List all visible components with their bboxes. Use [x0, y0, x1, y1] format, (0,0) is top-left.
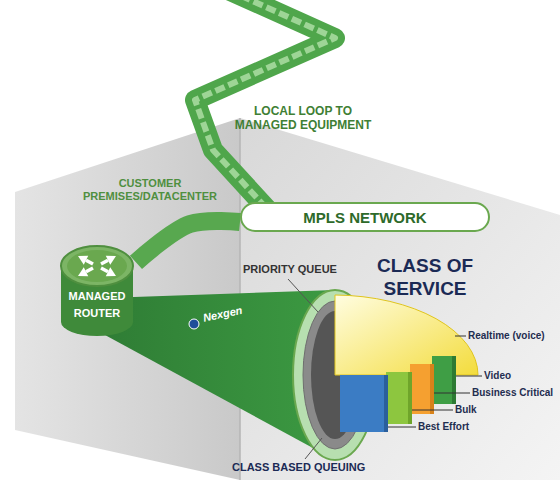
logo-mark [189, 319, 199, 329]
router-top [61, 246, 133, 286]
class-label: Realtime (voice) [468, 330, 545, 342]
business-critical-segment-side [430, 364, 434, 414]
part-label: PRIORITY QUEUE [243, 263, 337, 276]
router-arrow [86, 260, 93, 264]
bulk-segment [386, 372, 412, 424]
cable-label: LOCAL LOOP TO MANAGED EQUIPMENT [228, 104, 378, 133]
class-label: Bulk [455, 404, 477, 416]
router-arrow-head [78, 267, 88, 276]
router-arrow [86, 268, 93, 272]
leader-line [305, 438, 322, 459]
bulk-segment-side [408, 372, 412, 424]
best-effort-segment-side [384, 375, 388, 432]
leader-line [288, 279, 318, 312]
best-effort-segment [340, 375, 388, 432]
section-heading: CLASS OF SERVICE [365, 255, 485, 301]
router-arrow [101, 260, 108, 264]
class-label: Best Effort [418, 421, 469, 433]
leader-line [412, 410, 453, 411]
router-top-inner [67, 250, 127, 282]
leader-line [456, 376, 482, 377]
router-arrow [101, 268, 108, 272]
business-critical-segment [410, 364, 434, 414]
class-label: Business Critical [472, 387, 553, 399]
network-box: MPLS NETWORK [240, 202, 490, 232]
node-text: MPLS NETWORK [303, 209, 426, 226]
node-text: MANAGED ROUTER [58, 288, 136, 322]
router-node: MANAGED ROUTER [58, 240, 136, 340]
video-segment [432, 356, 456, 404]
network-link [136, 221, 240, 262]
router-arrow-head [106, 267, 116, 276]
leader-line [455, 336, 466, 337]
router-arrow-head [106, 256, 116, 265]
router-arrow-head [78, 256, 88, 265]
leader-line [434, 393, 470, 394]
class-label: Video [484, 370, 511, 382]
video-segment-side [452, 356, 456, 404]
part-label: CLASS BASED QUEUING [232, 461, 365, 474]
logo-text: Nexgen [202, 304, 244, 325]
location-label: CUSTOMER PREMISES/DATACENTER [75, 177, 225, 203]
leader-line [388, 427, 416, 428]
realtime-segment [335, 295, 478, 375]
